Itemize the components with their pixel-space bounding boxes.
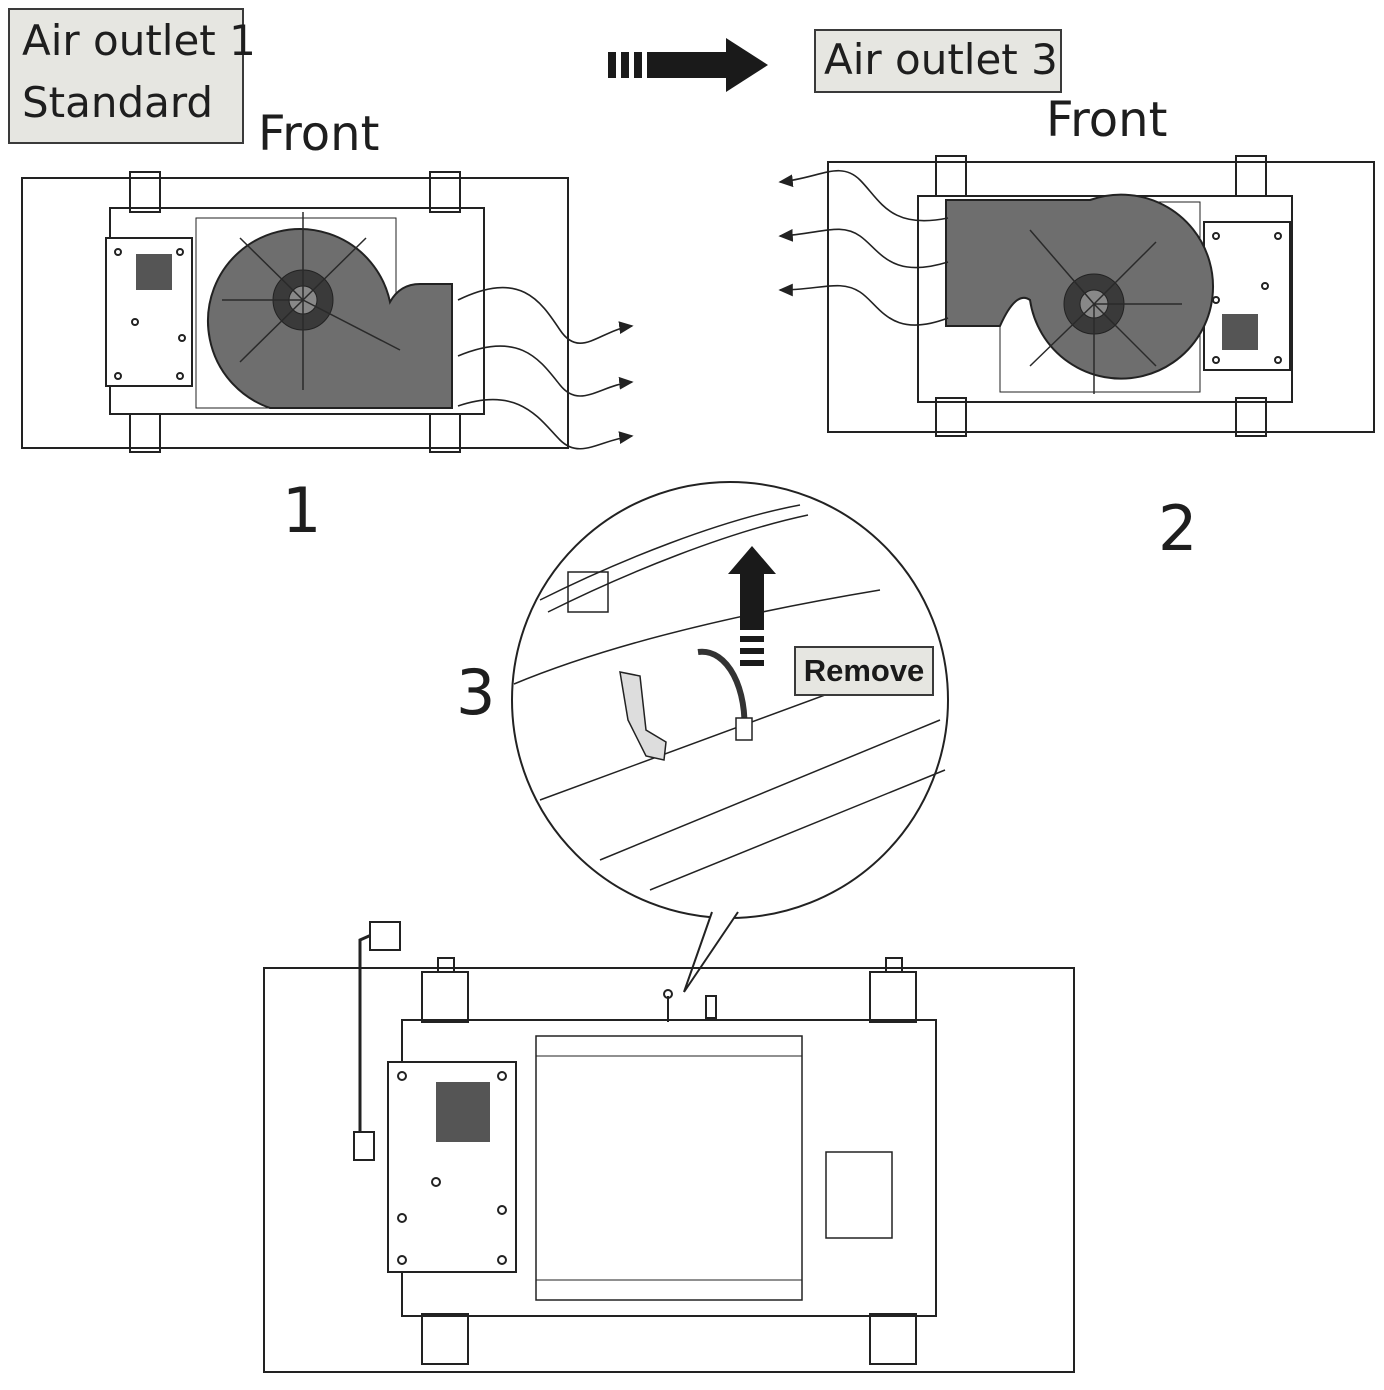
front-label-2: Front (1046, 92, 1168, 148)
front-label-1: Front (258, 106, 380, 162)
control-box (105, 237, 193, 387)
unit-standard-outlet (21, 171, 569, 453)
airflow-arrows-2 (778, 170, 949, 326)
blower-air-outlet-3 (945, 193, 1215, 394)
air-outlet-1-text: Air outlet 1 (22, 16, 256, 65)
remove-label: Remove (794, 646, 934, 696)
air-outlet-1-label: Air outlet 1 Standard (8, 8, 256, 144)
remove-arrow (728, 546, 776, 666)
step-number-1: 1 (282, 474, 322, 547)
air-outlet-3-label: Air outlet 3 (814, 29, 1062, 93)
blower-standard (207, 212, 453, 409)
step-number-2: 2 (1158, 492, 1198, 565)
standard-text: Standard (22, 78, 214, 127)
transition-arrow (608, 38, 768, 92)
zoom-detail (511, 481, 949, 993)
airflow-arrows-1 (457, 286, 634, 450)
unit-bottom-view (263, 921, 1075, 1373)
step-number-3: 3 (456, 656, 496, 729)
unit-air-outlet-3 (827, 155, 1375, 437)
